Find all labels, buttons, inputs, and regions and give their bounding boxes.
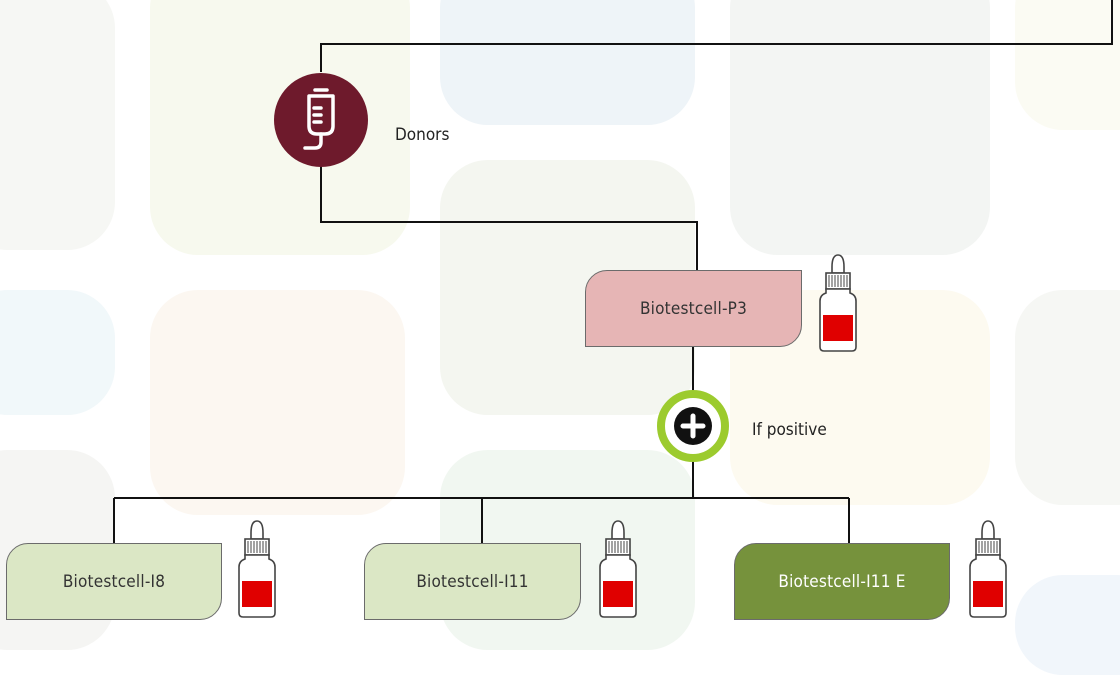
background-tile xyxy=(150,290,405,515)
biotestcell-i8-node: Biotestcell-I8 xyxy=(6,543,222,620)
if-positive-label: If positive xyxy=(752,420,827,440)
background-tile xyxy=(0,290,115,415)
biotestcell-i11e-label: Biotestcell-I11 E xyxy=(778,571,906,592)
biotestcell-i11-node: Biotestcell-I11 xyxy=(364,543,581,620)
biotestcell-i11e-node: Biotestcell-I11 E xyxy=(734,543,950,620)
plus-icon xyxy=(657,390,729,462)
biotestcell-p3-node: Biotestcell-P3 xyxy=(585,270,802,347)
connector-lines xyxy=(113,0,1113,543)
donors-to-p3-connector xyxy=(320,165,698,270)
background-tile xyxy=(1015,0,1120,130)
background-tile xyxy=(440,0,695,125)
dropper-bottle-icon xyxy=(599,520,637,618)
top-connector xyxy=(320,0,1113,72)
background-tile xyxy=(1015,290,1120,505)
dropper-bottle-icon xyxy=(238,520,276,618)
background-tile xyxy=(730,0,990,255)
dropper-bottle-icon xyxy=(819,254,857,352)
biotestcell-p3-label: Biotestcell-P3 xyxy=(639,298,748,319)
iv-blood-bag-icon xyxy=(274,73,368,167)
donors-label: Donors xyxy=(395,125,450,145)
dropper-bottle-icon xyxy=(969,520,1007,618)
biotestcell-i11-label: Biotestcell-I11 xyxy=(416,571,529,592)
background-tile xyxy=(0,0,115,250)
biotestcell-i8-label: Biotestcell-I8 xyxy=(62,571,166,592)
